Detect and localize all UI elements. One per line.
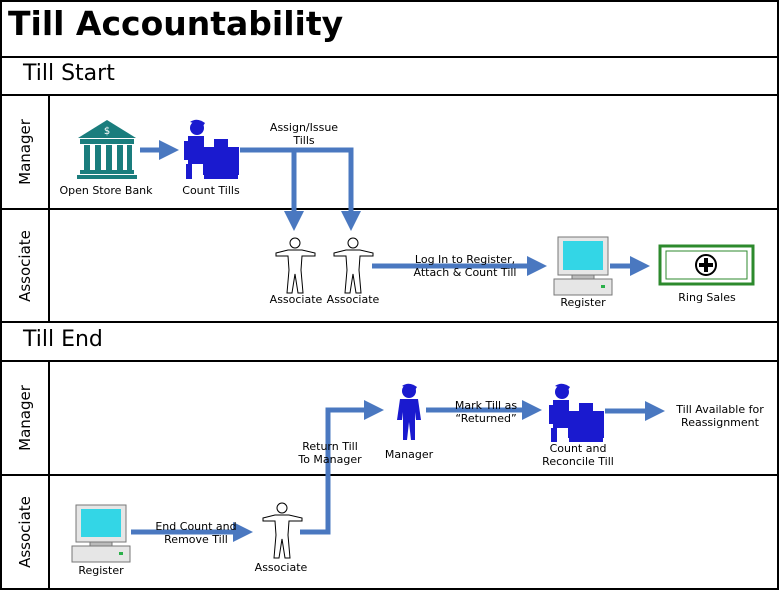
person-outline-icon (333, 237, 374, 294)
caption-available-line2: Reassignment (681, 416, 759, 429)
person-outline-icon (275, 237, 316, 294)
caption-mark-line1: Mark Till as (454, 399, 518, 412)
title-bar (0, 0, 779, 58)
caption-manager-end: Manager (384, 448, 434, 461)
caption-end-count-remove: End Count and Remove Till (146, 520, 246, 546)
svg-text:$: $ (104, 126, 110, 137)
caption-till-available: Till Available for Reassignment (668, 403, 772, 429)
caption-open-store-bank: Open Store Bank (59, 184, 153, 197)
caption-login-line1: Log In to Register, (414, 253, 516, 266)
bank-icon: $ (77, 120, 137, 179)
caption-available-line1: Till Available for (676, 403, 764, 416)
caption-endcount-line2: Remove Till (164, 533, 228, 546)
computer-register-icon (553, 236, 613, 296)
caption-associate-b: Associate (326, 293, 380, 306)
caption-ring-sales: Ring Sales (678, 291, 736, 304)
caption-login-line2: Attach & Count Till (413, 266, 517, 279)
caption-register-end: Register (78, 564, 124, 577)
caption-return-till: Return Till To Manager (288, 440, 372, 466)
manager-desk-icon (549, 383, 604, 442)
caption-reconcile-line1: Count and (549, 442, 607, 455)
computer-register-icon (71, 504, 131, 563)
caption-return-line2: To Manager (298, 453, 362, 466)
caption-assign-issue-tills: Assign/Issue Tills (262, 121, 346, 147)
caption-associate-a: Associate (269, 293, 323, 306)
plus-circle-icon (695, 254, 717, 276)
caption-count-tills: Count Tills (182, 184, 240, 197)
manager-desk-icon (184, 119, 239, 179)
caption-mark-returned: Mark Till as “Returned” (446, 399, 526, 425)
caption-assign-line1: Assign/Issue (269, 121, 339, 134)
ring-sales-box (658, 244, 755, 286)
page-title: Till Accountability (8, 4, 344, 43)
start-associate-label-cell (0, 208, 50, 323)
caption-login-attach-count: Log In to Register, Attach & Count Till (404, 253, 526, 279)
manager-standing-icon (397, 383, 421, 440)
end-associate-label-cell (0, 474, 50, 590)
caption-endcount-line1: End Count and (155, 520, 237, 533)
section-till-end-header: Till End (23, 327, 103, 352)
caption-mark-line2: “Returned” (455, 412, 517, 425)
caption-assign-line2: Tills (293, 134, 315, 147)
section-till-start-header: Till Start (23, 61, 115, 86)
caption-associate-end: Associate (254, 561, 308, 574)
person-outline-icon (262, 502, 303, 559)
caption-return-line1: Return Till (302, 440, 358, 453)
caption-reconcile-line2: Reconcile Till (542, 455, 614, 468)
caption-count-reconcile: Count and Reconcile Till (533, 442, 623, 468)
caption-register-start: Register (560, 296, 606, 309)
